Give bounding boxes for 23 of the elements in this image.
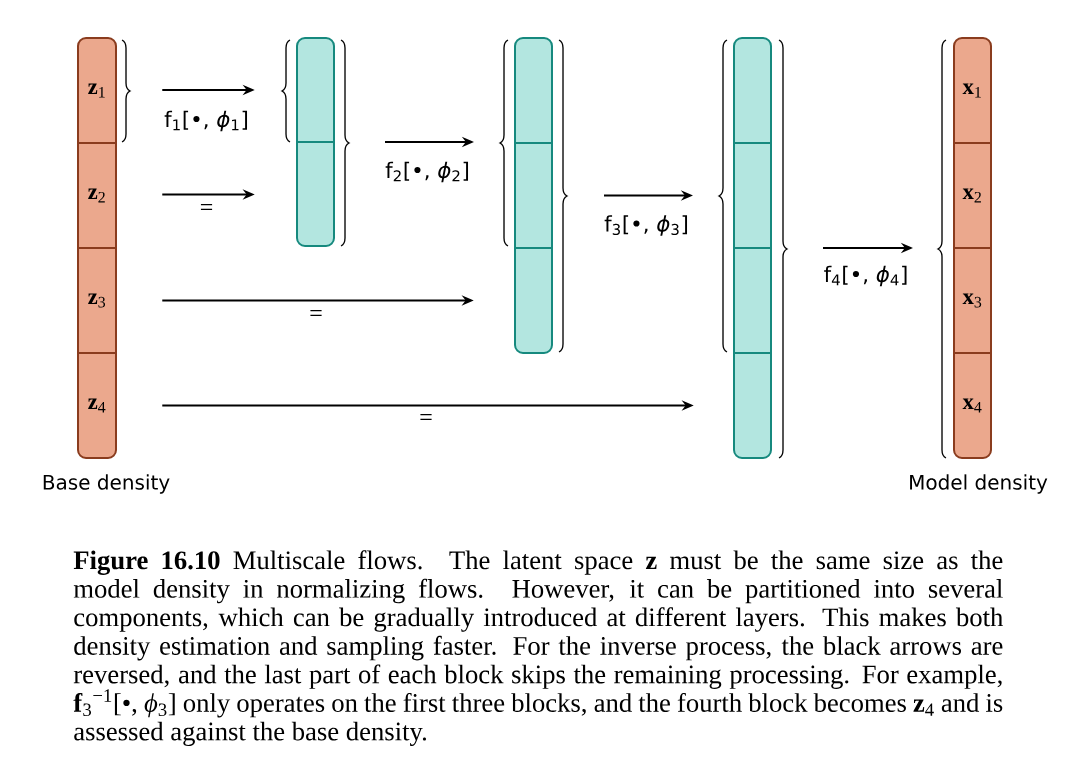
vector-bar bbox=[733, 37, 772, 459]
edge-label: f$_{1}$[•, ϕ$_{1}$] bbox=[162, 109, 251, 133]
caption: Figure 16.10 Multiscale flows. The latent space z must be the same size as the model density in normalizing flows. However, it can be partitioned into several components, which can be gradually introduced at different layers. This makes both density estimation and sampling faster. For the inverse process, the black arrows are reversed, and the last part of each block skips the remaining processing. For example, f$_{3}$$^{−1}$[•, ϕ$_{3}$] only operates on the first three blocks, and the fourth block becomes z$_{4}$ and is assessed against the base density. bbox=[73, 550, 1003, 746]
vector-cell: z$_{1}$ bbox=[78, 38, 116, 143]
edge-label: f$_{4}$[•, ϕ$_{4}$] bbox=[822, 264, 910, 288]
vector-bar bbox=[514, 37, 553, 354]
node-label: z$_{3}$ bbox=[88, 293, 106, 308]
node-label: x$_{1}$ bbox=[962, 83, 981, 98]
node-label: z$_{2}$ bbox=[88, 188, 105, 203]
node-label: x$_{3}$ bbox=[962, 293, 982, 308]
edge-label: f$_{3}$[•, ϕ$_{3}$] bbox=[602, 213, 691, 238]
edge-label: = bbox=[417, 412, 435, 427]
vector-cell: z$_{4}$ bbox=[77, 352, 117, 458]
vector-cell: z$_{3}$ bbox=[77, 247, 117, 353]
edge-label: = bbox=[198, 202, 215, 217]
edge-label: f$_{2}$[•, ϕ$_{2}$] bbox=[383, 160, 472, 184]
bar-caption: Model density bbox=[910, 474, 1048, 494]
bar-caption: Base density bbox=[43, 474, 170, 494]
edge-label: = bbox=[307, 308, 325, 323]
vector-cell: z$_{2}$ bbox=[77, 142, 117, 248]
vector-bar bbox=[296, 37, 335, 247]
node-label: x$_{2}$ bbox=[962, 188, 981, 203]
node-label: z$_{1}$ bbox=[88, 83, 105, 98]
